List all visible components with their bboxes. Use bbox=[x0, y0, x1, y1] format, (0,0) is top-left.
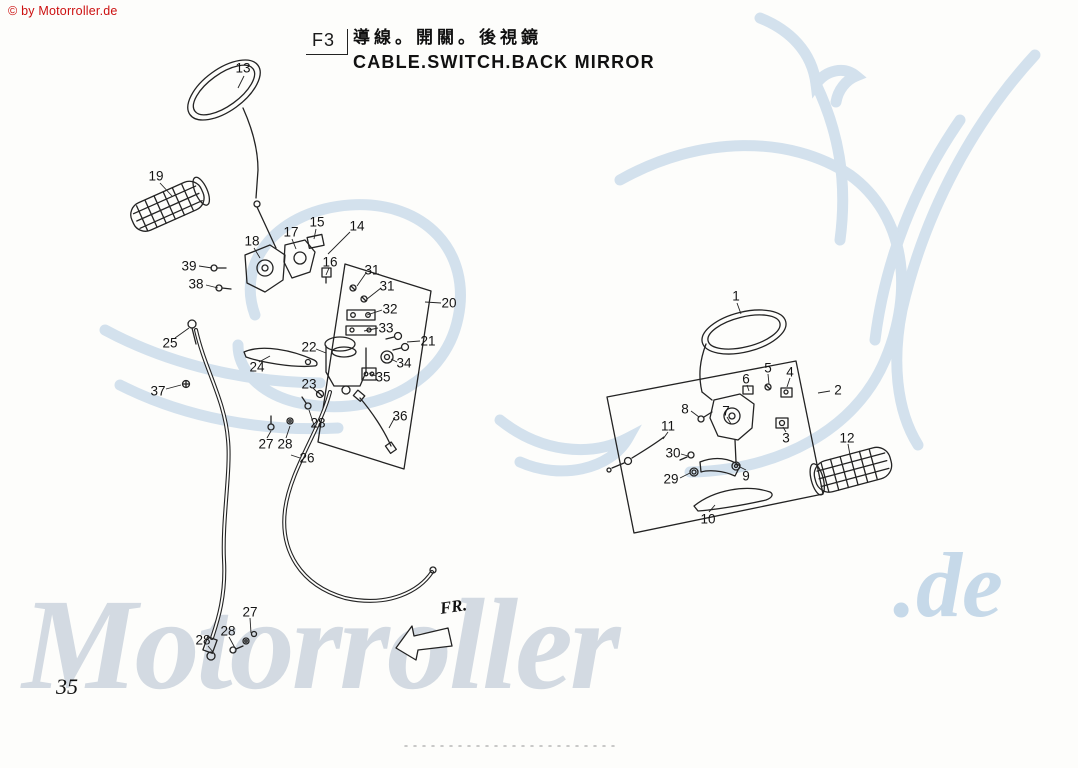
part-callout-26: 26 bbox=[299, 450, 315, 466]
part-callout-37: 37 bbox=[150, 383, 166, 399]
left-brake-lever bbox=[243, 347, 318, 368]
right-grip bbox=[809, 446, 893, 496]
part-callout-4: 4 bbox=[786, 364, 794, 380]
part-callout-14: 14 bbox=[349, 218, 365, 234]
watermark-brand-text: Motorroller bbox=[20, 573, 622, 717]
part-callout-36: 36 bbox=[392, 408, 408, 424]
part-callout-18: 18 bbox=[244, 233, 260, 249]
right-mirror bbox=[699, 309, 787, 401]
fr-direction-arrow bbox=[395, 625, 453, 661]
cable-main-sweep bbox=[282, 390, 437, 603]
small-bolts-upper bbox=[267, 396, 312, 431]
part-callout-8: 8 bbox=[681, 401, 689, 417]
part-callout-2: 2 bbox=[834, 382, 842, 398]
part-callout-34: 34 bbox=[396, 355, 412, 371]
diagram-line-art bbox=[130, 59, 893, 747]
part-callout-35: 35 bbox=[375, 369, 391, 385]
cable-36 bbox=[352, 389, 397, 455]
watermark-eagle bbox=[99, 12, 1041, 478]
part-callout-1: 1 bbox=[732, 288, 740, 304]
part-callout-28: 28 bbox=[310, 415, 326, 431]
part-callout-23: 23 bbox=[301, 376, 317, 392]
part-callout-33: 33 bbox=[378, 320, 394, 336]
watermark-suffix-text: .de bbox=[893, 534, 1003, 636]
cable-11 bbox=[606, 436, 665, 473]
left-mirror bbox=[187, 59, 277, 249]
part-callout-7: 7 bbox=[722, 403, 730, 419]
part-callout-12: 12 bbox=[839, 430, 855, 446]
parts-box-left bbox=[317, 263, 432, 470]
part-callout-27: 27 bbox=[242, 604, 258, 620]
part-callout-29: 29 bbox=[663, 471, 679, 487]
part-callout-11: 11 bbox=[660, 418, 676, 434]
part-callout-17: 17 bbox=[283, 224, 299, 240]
part-callout-13: 13 bbox=[235, 60, 251, 76]
part-callout-16: 16 bbox=[322, 254, 338, 270]
part-callout-6: 6 bbox=[742, 371, 750, 387]
cable-end-cluster bbox=[202, 630, 258, 661]
page-number: 35 bbox=[56, 674, 78, 699]
part-callout-28: 28 bbox=[220, 623, 236, 639]
right-pivot-parts bbox=[679, 439, 741, 477]
part-callout-28: 28 bbox=[277, 436, 293, 452]
part-callout-19: 19 bbox=[148, 168, 164, 184]
part-callout-27: 27 bbox=[258, 436, 274, 452]
right-brake-lever bbox=[693, 487, 773, 512]
part-callout-5: 5 bbox=[764, 360, 772, 376]
left-grip bbox=[130, 176, 211, 232]
left-switch-housing bbox=[244, 233, 332, 293]
diagram-title-english: CABLE.SWITCH.BACK MIRROR bbox=[353, 52, 655, 72]
callout-leader-lines bbox=[159, 75, 851, 653]
part-callout-15: 15 bbox=[309, 214, 325, 230]
master-cylinder-group bbox=[315, 284, 410, 399]
part-callout-32: 32 bbox=[382, 301, 398, 317]
part-callout-10: 10 bbox=[700, 511, 716, 527]
part-callout-31: 31 bbox=[364, 262, 380, 278]
diagram-title-chinese: 導線。開關。後視鏡 bbox=[353, 28, 542, 48]
part-callout-28: 28 bbox=[195, 632, 211, 648]
part-callout-30: 30 bbox=[665, 445, 681, 461]
right-switch-housing bbox=[697, 383, 793, 441]
cable-26 bbox=[194, 328, 231, 640]
part-callout-25: 25 bbox=[162, 335, 178, 351]
copyright-notice: © by Motorroller.de bbox=[8, 4, 118, 18]
part-callout-22: 22 bbox=[301, 339, 317, 355]
part-callout-31: 31 bbox=[379, 278, 395, 294]
figure-code: F3 bbox=[306, 29, 349, 55]
part-callout-21: 21 bbox=[420, 333, 436, 349]
part-callout-24: 24 bbox=[249, 359, 265, 375]
screw-37 bbox=[181, 379, 191, 389]
part-callout-20: 20 bbox=[441, 295, 457, 311]
watermark-text: Motorroller .de bbox=[20, 534, 1003, 717]
part-callout-3: 3 bbox=[782, 430, 790, 446]
screws-39-38 bbox=[210, 264, 232, 292]
part-callout-9: 9 bbox=[742, 468, 750, 484]
part-callout-38: 38 bbox=[188, 276, 204, 292]
cable-adjuster-25 bbox=[187, 319, 197, 345]
part-callout-39: 39 bbox=[181, 258, 197, 274]
